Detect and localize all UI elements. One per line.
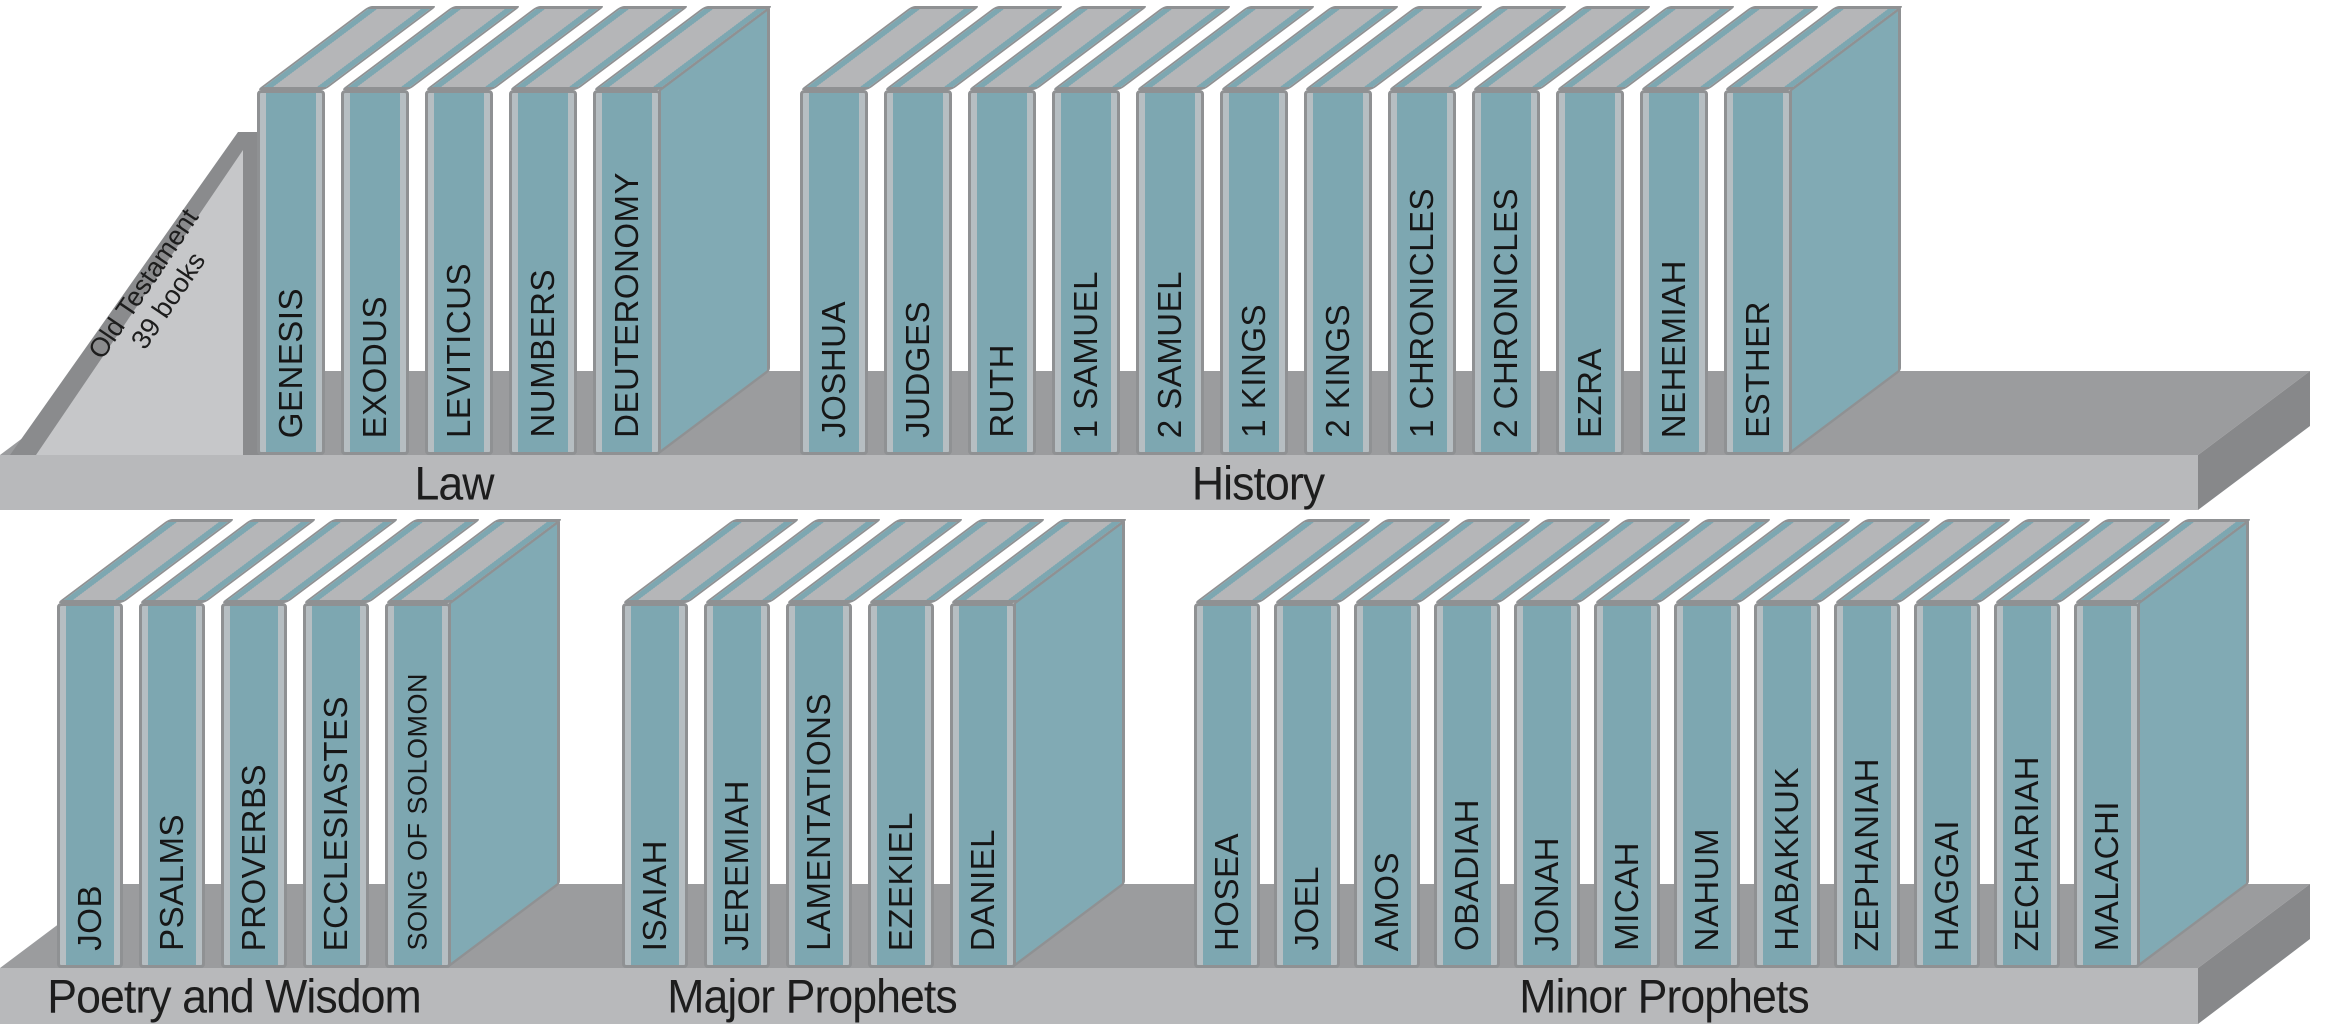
book-spine-label: EZEKIEL (882, 811, 919, 951)
book-spine: HOSEA (1194, 603, 1260, 968)
book-spine: ZEPHANIAH (1834, 603, 1900, 968)
bottom-shelf-front-face (0, 968, 2198, 1024)
book-spine-label: LAMENTATIONS (800, 693, 837, 951)
bookend-front-face (36, 150, 243, 455)
bottom-shelf-right-side (2198, 884, 2310, 1024)
top-shelf-front-face (0, 455, 2198, 510)
shelf-label-history: History (1191, 456, 1325, 510)
book-spine: GENESIS (257, 90, 325, 455)
book-spine-label: EZRA (1571, 347, 1608, 438)
book-spine-label: AMOS (1368, 851, 1405, 951)
book-spine-label: 2 CHRONICLES (1487, 188, 1524, 438)
book-spine: AMOS (1354, 603, 1420, 968)
book-spine-label: ZEPHANIAH (1848, 757, 1885, 951)
book-spine-label: RUTH (983, 344, 1020, 438)
book-spine: LEVITICUS (425, 90, 493, 455)
book-spine: ISAIAH (622, 603, 688, 968)
book-spine: MALACHI (2074, 603, 2140, 968)
shelf-label-minor-prophets: Minor Prophets (1519, 969, 1809, 1023)
book-spine-label: 2 SAMUEL (1151, 270, 1188, 438)
book-spine: OBADIAH (1434, 603, 1500, 968)
book-spine: 2 KINGS (1304, 90, 1372, 455)
book-spine-label: JUDGES (899, 301, 936, 438)
book-spine-label: ESTHER (1739, 301, 1776, 438)
book-spine-label: 1 CHRONICLES (1403, 188, 1440, 438)
book-spine-label: DANIEL (964, 828, 1001, 951)
book-spine: PROVERBS (221, 603, 287, 968)
book-spine: 2 CHRONICLES (1472, 90, 1540, 455)
book-spine-label: JOEL (1288, 866, 1325, 951)
book-spine-label: HAGGAI (1928, 819, 1965, 951)
book-spine-label: HOSEA (1208, 832, 1245, 951)
book-spine: PSALMS (139, 603, 205, 968)
book-spine-label: NAHUM (1688, 827, 1725, 952)
book-spine-label: MALACHI (2088, 800, 2125, 951)
book-spine: 1 KINGS (1220, 90, 1288, 455)
top-shelf-right-side (2198, 371, 2310, 510)
book-spine-label: OBADIAH (1448, 798, 1485, 951)
book-spine: JONAH (1514, 603, 1580, 968)
book-spine-label: JEREMIAH (718, 780, 755, 951)
book-spine-label: LEVITICUS (440, 262, 477, 438)
book-spine: EXODUS (341, 90, 409, 455)
book-spine-label: JOSHUA (815, 301, 852, 438)
book-spine: JUDGES (884, 90, 952, 455)
book-spine-label: EXODUS (356, 295, 393, 438)
shelf-label-law: Law (414, 456, 494, 510)
book-spine-label: GENESIS (272, 287, 309, 438)
book-spine: ZECHARIAH (1994, 603, 2060, 968)
book-spine-label: 1 SAMUEL (1067, 270, 1104, 438)
book-spine: NUMBERS (509, 90, 577, 455)
book-spine: DEUTERONOMY (593, 90, 661, 455)
book-spine-label: 1 KINGS (1235, 304, 1272, 438)
book-spine-label: SONG OF SOLOMON (402, 673, 433, 951)
book-spine-label: ECCLESIASTES (317, 695, 354, 951)
book-spine-label: JONAH (1528, 836, 1565, 951)
book-spine-label: PSALMS (153, 814, 190, 951)
shelf-label-major-prophets: Major Prophets (667, 969, 957, 1023)
book-spine: ESTHER (1724, 90, 1792, 455)
book-spine: 1 SAMUEL (1052, 90, 1120, 455)
shelf-label-poetry-and-wisdom: Poetry and Wisdom (47, 969, 421, 1023)
book-spine-label: DEUTERONOMY (608, 172, 645, 438)
book-spine: 1 CHRONICLES (1388, 90, 1456, 455)
book-spine: SONG OF SOLOMON (385, 603, 451, 968)
book-spine: HABAKKUK (1754, 603, 1820, 968)
book-spine: 2 SAMUEL (1136, 90, 1204, 455)
book-spine-label: PROVERBS (235, 763, 272, 951)
book-spine: JEREMIAH (704, 603, 770, 968)
book-spine-label: NEHEMIAH (1655, 259, 1692, 438)
book-spine-label: ZECHARIAH (2008, 755, 2045, 951)
book-spine-label: ISAIAH (636, 839, 673, 951)
book-spine-label: 2 KINGS (1319, 304, 1356, 438)
book-spine: NAHUM (1674, 603, 1740, 968)
book-spine: JOB (57, 603, 123, 968)
book-spine: RUTH (968, 90, 1036, 455)
book-spine: LAMENTATIONS (786, 603, 852, 968)
book-spine: JOEL (1274, 603, 1340, 968)
book-spine-label: MICAH (1608, 842, 1645, 951)
book-spine: NEHEMIAH (1640, 90, 1708, 455)
book-spine: JOSHUA (800, 90, 868, 455)
book-spine: MICAH (1594, 603, 1660, 968)
book-spine: DANIEL (950, 603, 1016, 968)
book-spine-label: HABAKKUK (1768, 767, 1805, 951)
book-spine: ECCLESIASTES (303, 603, 369, 968)
book-spine: HAGGAI (1914, 603, 1980, 968)
book-spine: EZEKIEL (868, 603, 934, 968)
book-spine-label: NUMBERS (524, 269, 561, 438)
book-spine: EZRA (1556, 90, 1624, 455)
book-spine-label: JOB (71, 885, 108, 951)
